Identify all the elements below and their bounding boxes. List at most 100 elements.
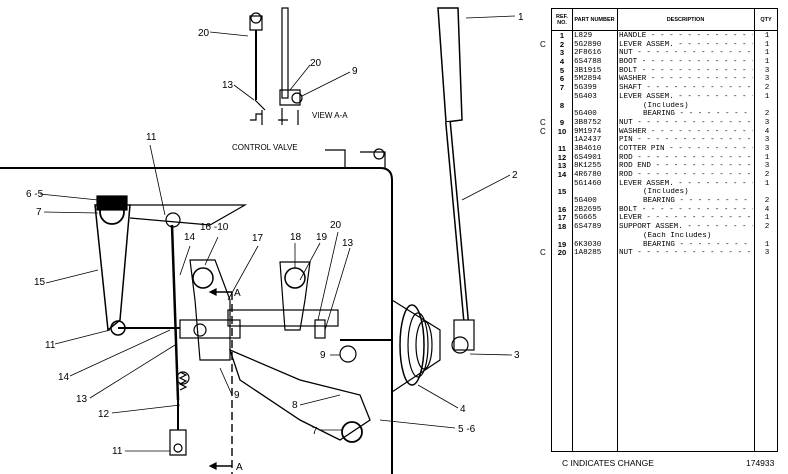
qty-cell: 2 [764, 84, 770, 93]
description-cell: BOOT [619, 58, 753, 67]
table-row: 75G399SHAFT2 [552, 83, 777, 93]
description-cell: LEVER ASSEM. [619, 93, 753, 102]
table-row: 5G400BEARING2 [552, 110, 777, 119]
ref-no-cell: 1 [559, 31, 565, 40]
callout-15: 15 [34, 277, 46, 288]
description-cell: WASHER [619, 128, 753, 137]
ref-no-cell: 2 [559, 39, 565, 49]
description-cell: LEVER [619, 214, 753, 223]
part-number-cell: 2F8616 [574, 49, 602, 58]
description-cell: (Each Includes) [643, 231, 712, 240]
callout-9-right: 9 [320, 350, 326, 361]
callout-11-left: 11 [45, 340, 56, 351]
change-note: C INDICATES CHANGE [562, 458, 654, 468]
part-number-cell: 3B4610 [574, 144, 602, 153]
description-cell: BEARING [619, 110, 753, 119]
qty-cell: 3 [764, 66, 770, 75]
drawing-number: 174933 [746, 458, 775, 468]
qty-cell: 1 [764, 49, 770, 58]
view-title: VIEW A-A [312, 111, 348, 120]
description-cell: LEVER ASSEM. [619, 180, 753, 189]
ref-no-cell: 3 [559, 48, 565, 58]
callout-19: 19 [316, 232, 328, 243]
ref-no-cell: 17 [557, 213, 567, 223]
table-row: 175G665LEVER1 [552, 214, 777, 223]
description-cell: (Includes) [643, 188, 689, 197]
description-cell: NUT [619, 49, 753, 58]
description-cell: SUPPORT ASSEM. [619, 223, 753, 232]
part-number-cell: 5G2890 [574, 40, 602, 49]
description-cell: LEVER ASSEM. [619, 41, 753, 50]
callout-5-6: 5 -6 [458, 424, 476, 435]
part-number-cell: 6S4789 [574, 223, 602, 232]
description-cell: PIN [619, 136, 753, 145]
qty-cell: 2 [764, 223, 770, 232]
qty-cell: 1 [764, 240, 770, 249]
table-row: 46S4788BOOT1 [552, 57, 777, 67]
part-number-cell: 1A8285 [574, 249, 602, 258]
qty-cell: 4 [764, 205, 770, 214]
description-cell: NUT [619, 119, 753, 128]
description-cell: SHAFT [619, 84, 753, 93]
qty-cell: 1 [764, 32, 770, 40]
table-row: 18 6S4789 SUPPORT ASSEM. 2 [552, 222, 777, 232]
table-header: REF. NO. PART NUMBER DESCRIPTION QTY [552, 9, 777, 31]
qty-cell: 3 [764, 249, 770, 258]
ref-no-cell: 9 [559, 117, 565, 127]
table-row: 65M2894WASHER3 [552, 75, 777, 84]
callout-14-left: 14 [58, 372, 70, 383]
table-row: 126S4901ROD1 [552, 152, 777, 163]
section-label-top: A [234, 288, 241, 299]
description-cell: ROD [619, 171, 753, 180]
callout-14-top: 14 [184, 232, 196, 243]
description-cell: COTTER PIN [619, 145, 753, 154]
part-number-cell: 8K1255 [574, 162, 602, 171]
description-cell: NUT [619, 249, 753, 258]
part-number-cell: 3B8752 [574, 118, 602, 127]
ref-no-cell: 12 [557, 152, 567, 162]
qty-cell: 1 [764, 179, 770, 188]
ref-no-cell: 16 [557, 204, 567, 214]
table-body: 1L829HANDLE1C25G2890LEVER ASSEM.132F8616… [540, 31, 777, 258]
callout-13-left: 13 [76, 394, 88, 405]
ref-no-cell: 18 [557, 222, 567, 232]
callout-8: 8 [292, 400, 298, 411]
table-row: C93B8752NUT3 [540, 117, 777, 128]
part-number-cell: 3B1915 [574, 66, 602, 75]
ref-no-cell: 6 [559, 74, 565, 84]
part-number-cell: 1A2437 [574, 136, 602, 145]
table-row: 8(Includes) [552, 101, 777, 111]
callout-20-center: 20 [330, 220, 342, 231]
header-part-number: PART NUMBER [574, 16, 615, 23]
table-row: 1L829HANDLE1 [552, 31, 777, 41]
change-mark: C [540, 248, 546, 258]
callout-1: 1 [518, 12, 524, 23]
view-caption: CONTROL VALVE [232, 143, 298, 152]
callout-11-top: 11 [146, 132, 157, 143]
qty-cell: 1 [764, 214, 770, 223]
callout-9-center: 9 [234, 390, 240, 401]
part-number-cell: 6K3030 [574, 240, 602, 249]
table-row: C109M1974WASHER4 [540, 127, 777, 137]
qty-cell: 3 [764, 75, 770, 84]
callout-12: 12 [98, 409, 110, 420]
callout-13-view: 13 [222, 80, 234, 91]
part-number-cell: 4R6780 [574, 171, 602, 179]
callout-16-10: 16 -10 [200, 222, 229, 233]
ref-no-cell: 4 [559, 57, 565, 67]
callout-2: 2 [512, 170, 518, 181]
callout-7-bottom: 7 [312, 426, 318, 437]
qty-cell: 1 [764, 92, 770, 101]
ref-no-cell: 11 [557, 143, 567, 153]
ref-no-cell: 19 [557, 239, 567, 249]
callout-6-5: 6 -5 [26, 189, 44, 200]
description-cell: HANDLE [619, 32, 753, 41]
table-row: 53B1915BOLT3 [552, 66, 777, 76]
table-row: (Each Includes) [552, 232, 777, 241]
table-row: 162B2695BOLT4 [552, 204, 777, 215]
callout-20-view: 20 [310, 58, 322, 69]
